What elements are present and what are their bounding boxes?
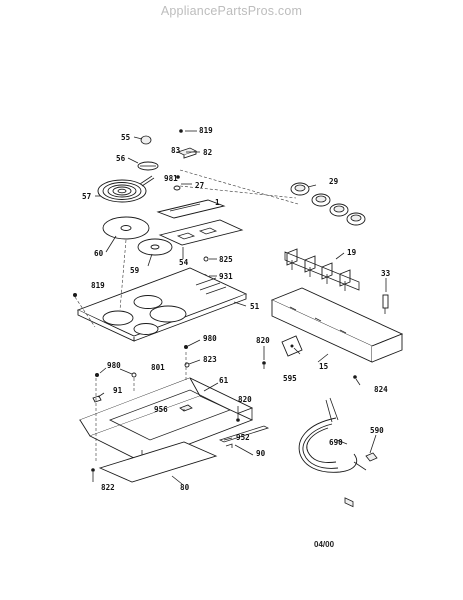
callout-labels: 55 819 83 82 56 57 981 27 29 1 60 59 54 …: [82, 126, 391, 492]
part-15-control-housing: [270, 287, 404, 508]
part-55-cap: [140, 135, 152, 145]
callout-61: 61: [219, 376, 229, 385]
callout-1: 1: [215, 198, 220, 207]
part-801-screw: [131, 372, 137, 378]
part-824-screw: [353, 375, 357, 379]
callout-15: 15: [319, 362, 329, 371]
callout-82: 82: [203, 148, 212, 157]
part-80-bottom-sheet: [98, 441, 218, 483]
part-57-coil-element: [97, 175, 155, 203]
callout-590: 590: [370, 426, 384, 435]
part-33-indicator-light: [382, 294, 389, 314]
callout-819-top: 819: [199, 126, 213, 135]
callout-980-right: 980: [203, 334, 217, 343]
callout-690: 690: [329, 438, 343, 447]
callout-823: 823: [203, 355, 217, 364]
part-590-strain-relief: [365, 452, 378, 462]
part-819-screw-top: [179, 129, 183, 133]
callout-91: 91: [113, 386, 123, 395]
callout-51: 51: [250, 302, 260, 311]
callout-824: 824: [374, 385, 388, 394]
part-91-clip: [92, 395, 102, 403]
part-27-clip: [173, 185, 181, 191]
callout-80: 80: [180, 483, 190, 492]
callout-55: 55: [121, 133, 131, 142]
revision-date: 04/00: [314, 540, 335, 549]
part-29-knobs: [290, 182, 366, 226]
part-56-element-bracket: [137, 161, 159, 171]
part-51-cooktop: [76, 267, 248, 342]
callout-820-mid: 820: [256, 336, 270, 345]
callout-57: 57: [82, 192, 91, 201]
callout-54: 54: [179, 258, 189, 267]
part-19-switches: [284, 248, 360, 291]
leader-lines: [92, 130, 387, 485]
part-90-strap: [218, 425, 270, 448]
callout-820-lower: 820: [238, 395, 252, 404]
part-819-screw-left: [73, 293, 77, 297]
callout-27: 27: [195, 181, 204, 190]
callout-56: 56: [116, 154, 126, 163]
callout-801: 801: [151, 363, 165, 372]
part-820-screw-lower: [236, 418, 240, 422]
part-980-screw-left: [95, 373, 99, 377]
part-820-screw-mid: [262, 361, 266, 369]
part-956-clip: [179, 404, 193, 412]
callout-981: 981: [164, 174, 178, 183]
callout-980-left: 980: [107, 361, 121, 370]
part-61-burner-box: [78, 377, 254, 463]
callout-33: 33: [381, 269, 391, 278]
callout-59: 59: [130, 266, 140, 275]
part-980-screw-right: [184, 345, 188, 349]
part-825-screw: [203, 256, 209, 262]
callout-90: 90: [256, 449, 266, 458]
part-1-trim: [156, 199, 226, 219]
part-54-receptacle-plate: [158, 219, 244, 246]
callout-819-left: 819: [91, 281, 105, 290]
callout-956: 956: [154, 405, 168, 414]
guide-lines: [74, 169, 299, 462]
watermark-text: AppliancePartsPros.com: [160, 4, 303, 18]
callout-822: 822: [101, 483, 115, 492]
callout-60: 60: [94, 249, 104, 258]
part-690-power-cord: [298, 397, 367, 473]
callout-931: 931: [219, 272, 233, 281]
part-59-drip-pan-small: [137, 238, 173, 256]
part-823-screw: [184, 362, 190, 368]
callout-19: 19: [347, 248, 357, 257]
callout-83: 83: [171, 146, 181, 155]
part-60-drip-pan: [102, 216, 150, 240]
callout-952: 952: [236, 433, 250, 442]
part-981-screw: [176, 175, 180, 179]
part-82-terminal-block: [176, 147, 198, 159]
callout-595: 595: [283, 374, 297, 383]
callout-825: 825: [219, 255, 233, 264]
callout-29: 29: [329, 177, 339, 186]
part-822-screw: [91, 468, 95, 472]
